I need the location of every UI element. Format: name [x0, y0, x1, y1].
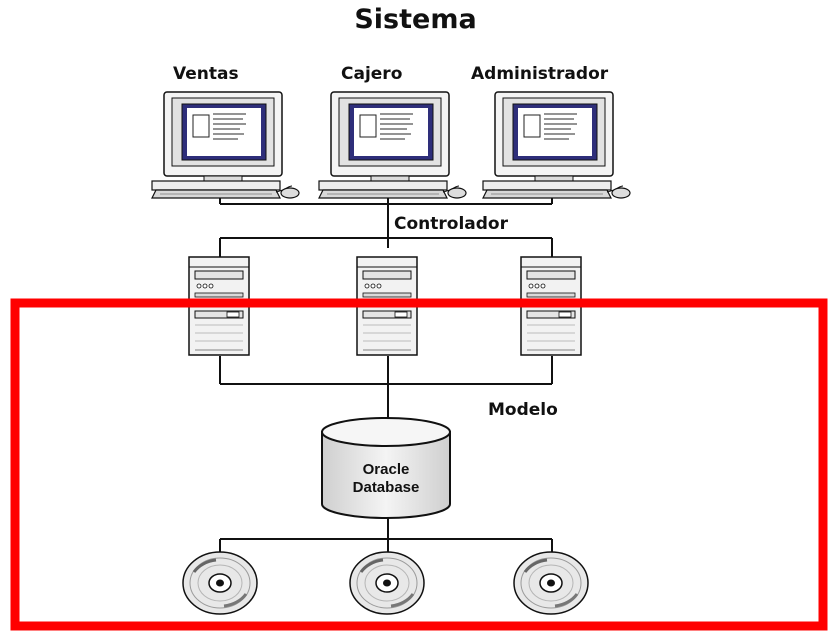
database-label-line1: Oracle: [362, 461, 410, 478]
cd-disc-icon: [512, 550, 590, 616]
client-label-cajero: Cajero: [341, 64, 403, 84]
desktop-computer-icon: [482, 91, 631, 199]
controller-label: Controlador: [394, 214, 508, 234]
diagram-title: Sistema: [354, 4, 477, 35]
desktop-computer-icon: [151, 91, 300, 199]
desktop-computer-icon: [318, 91, 467, 199]
model-highlight-frame: [10, 298, 828, 631]
database-label: Oracle Database: [322, 461, 450, 497]
client-label-ventas: Ventas: [173, 64, 239, 84]
cd-disc-icon: [181, 550, 259, 616]
cd-disc-icon: [348, 550, 426, 616]
client-label-administrador: Administrador: [471, 64, 609, 84]
database-label-line2: Database: [352, 479, 420, 496]
model-label: Modelo: [488, 400, 558, 420]
database-cylinder-icon: [321, 417, 451, 519]
